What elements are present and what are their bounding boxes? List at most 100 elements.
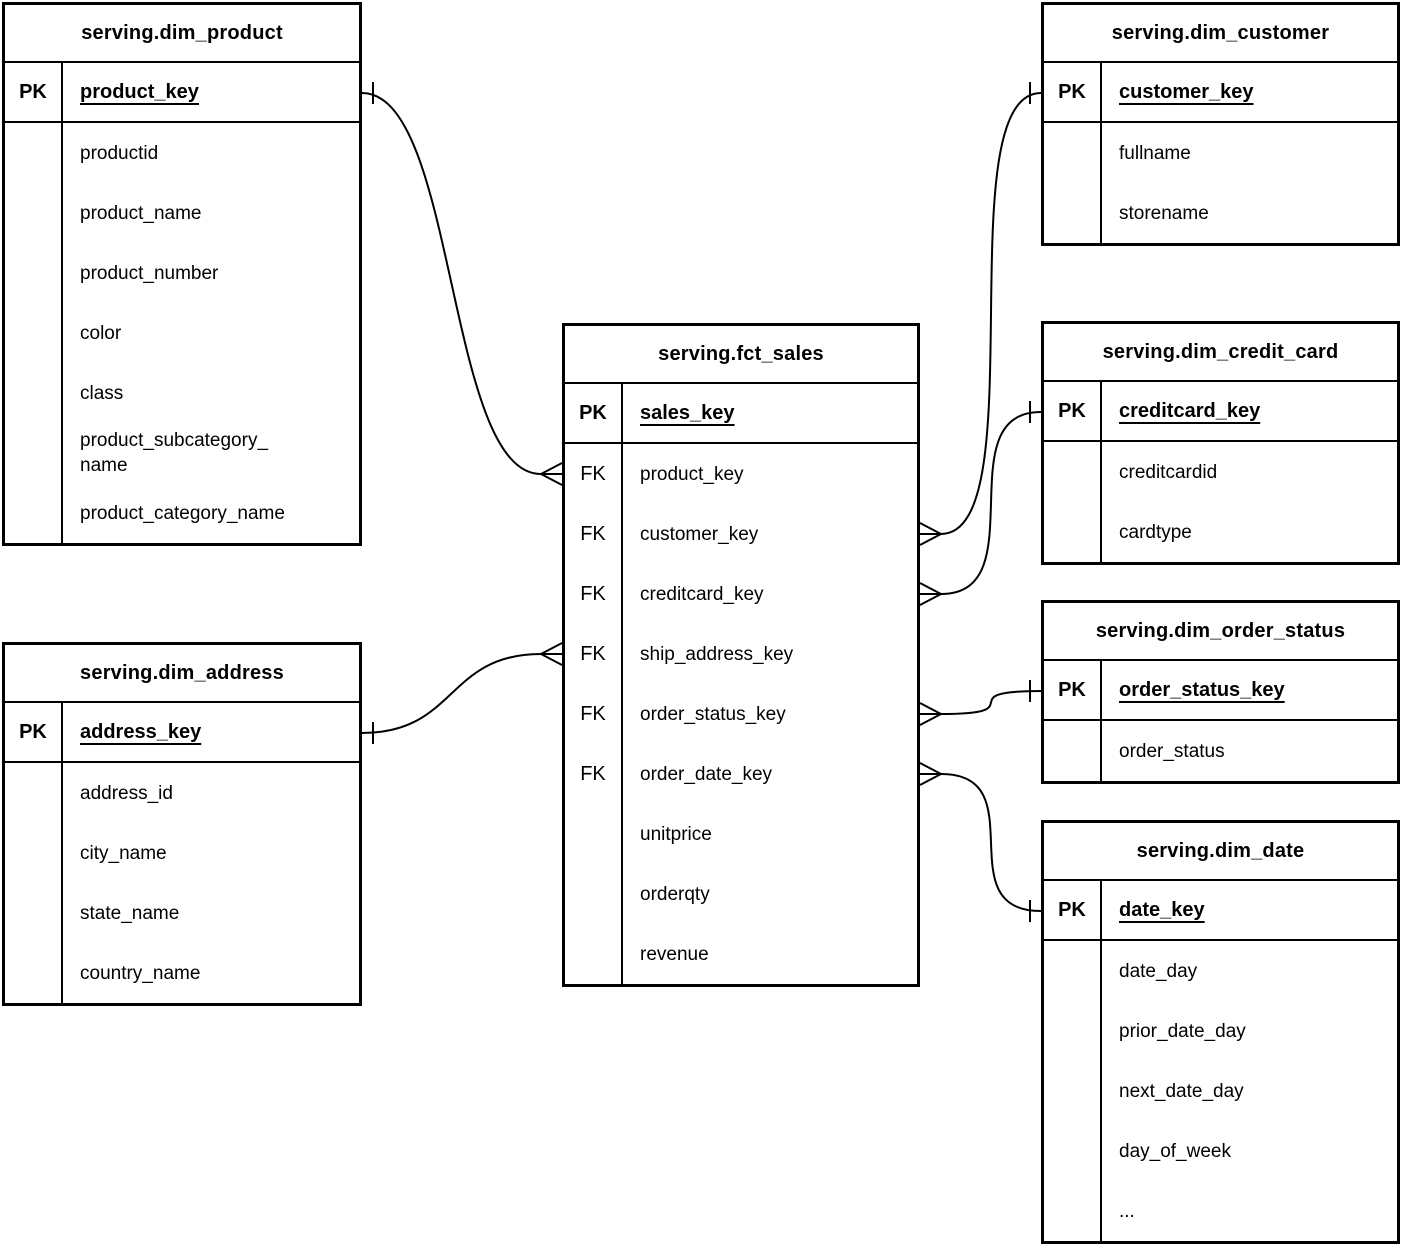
table-row: color: [5, 303, 359, 363]
key-tag: FK: [565, 744, 623, 804]
field-name: productid: [80, 142, 159, 164]
table-row: product_number: [5, 243, 359, 303]
key-tag: PK: [565, 384, 623, 442]
key-tag: FK: [565, 564, 623, 624]
table-row: storename: [1044, 183, 1397, 243]
field-name: prior_date_day: [1119, 1020, 1246, 1042]
key-tag: [5, 123, 63, 183]
table-row: state_name: [5, 883, 359, 943]
table-row: day_of_week: [1044, 1121, 1397, 1181]
field-name: order_status_key: [1119, 678, 1285, 701]
field-name: ...: [1119, 1200, 1135, 1222]
key-tag: [565, 924, 623, 984]
key-tag: PK: [1044, 382, 1102, 440]
key-tag: FK: [565, 684, 623, 744]
key-tag: [1044, 123, 1102, 183]
key-tag: [565, 864, 623, 924]
key-tag: [1044, 502, 1102, 562]
key-tag: [1044, 721, 1102, 781]
table-row: product_subcategory_ name: [5, 423, 359, 483]
field-name: unitprice: [640, 823, 712, 845]
table-row: address_id: [5, 763, 359, 823]
key-tag: [1044, 1061, 1102, 1121]
table-row: product_category_name: [5, 483, 359, 543]
table-row: orderqty: [565, 864, 917, 924]
field-name: order_date_key: [640, 763, 773, 785]
field-name: creditcardid: [1119, 461, 1218, 483]
key-tag: FK: [565, 444, 623, 504]
key-tag: [5, 243, 63, 303]
key-tag: PK: [5, 703, 63, 761]
field-name: state_name: [80, 902, 180, 924]
field-name: city_name: [80, 842, 167, 864]
table-row: next_date_day: [1044, 1061, 1397, 1121]
table-row: FK creditcard_key: [565, 564, 917, 624]
field-name: product_category_name: [80, 502, 285, 524]
key-tag: [1044, 1121, 1102, 1181]
table-row: date_day: [1044, 941, 1397, 1001]
table-row: country_name: [5, 943, 359, 1003]
table-row: FK customer_key: [565, 504, 917, 564]
field-name: creditcard_key: [640, 583, 764, 605]
table-row: product_name: [5, 183, 359, 243]
key-tag: [1044, 1001, 1102, 1061]
key-tag: [5, 943, 63, 1003]
table-row: productid: [5, 123, 359, 183]
key-tag: [1044, 1181, 1102, 1241]
field-name: next_date_day: [1119, 1080, 1244, 1102]
table-title: serving.dim_product: [5, 5, 359, 63]
field-name: customer_key: [640, 523, 759, 545]
field-name: order_status_key: [640, 703, 786, 725]
key-tag: FK: [565, 504, 623, 564]
field-name: product_subcategory_ name: [80, 430, 269, 476]
table-row: FK order_status_key: [565, 684, 917, 744]
table-title: serving.dim_customer: [1044, 5, 1397, 63]
key-tag: [5, 363, 63, 423]
table-row: PK address_key: [5, 703, 359, 763]
table-row: ...: [1044, 1181, 1397, 1241]
field-name: color: [80, 322, 122, 344]
table-row: prior_date_day: [1044, 1001, 1397, 1061]
key-tag: [5, 883, 63, 943]
table-row: FK order_date_key: [565, 744, 917, 804]
table-row: order_status: [1044, 721, 1397, 781]
table-row: creditcardid: [1044, 442, 1397, 502]
field-name: address_key: [80, 720, 202, 743]
field-name: address_id: [80, 782, 173, 804]
key-tag: [1044, 941, 1102, 1001]
key-tag: PK: [1044, 63, 1102, 121]
table-row: cardtype: [1044, 502, 1397, 562]
table-title: serving.dim_address: [5, 645, 359, 703]
key-tag: [5, 183, 63, 243]
field-name: date_day: [1119, 960, 1198, 982]
table-row: class: [5, 363, 359, 423]
field-name: fullname: [1119, 142, 1191, 164]
field-name: revenue: [640, 943, 709, 965]
key-tag: PK: [5, 63, 63, 121]
field-name: date_key: [1119, 898, 1205, 921]
key-tag: [5, 823, 63, 883]
field-name: customer_key: [1119, 80, 1254, 103]
table-row: revenue: [565, 924, 917, 984]
table-title: serving.dim_credit_card: [1044, 324, 1397, 382]
field-name: storename: [1119, 202, 1209, 224]
key-tag: [5, 763, 63, 823]
table-row: unitprice: [565, 804, 917, 864]
key-tag: FK: [565, 624, 623, 684]
key-tag: [1044, 442, 1102, 502]
table-row: fullname: [1044, 123, 1397, 183]
table-row: city_name: [5, 823, 359, 883]
field-name: country_name: [80, 962, 201, 984]
table-title: serving.fct_sales: [565, 326, 917, 384]
